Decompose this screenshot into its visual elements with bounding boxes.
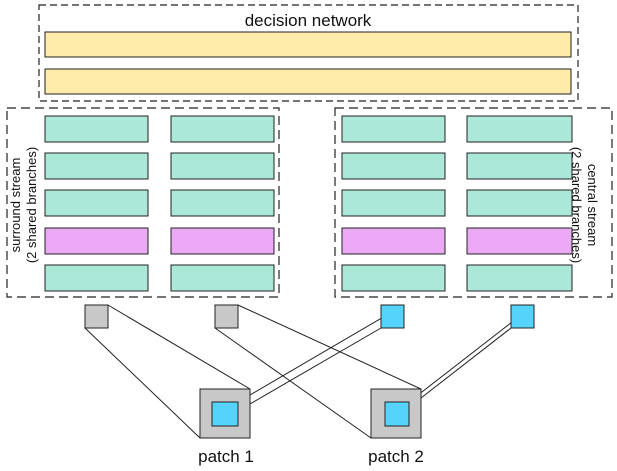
decision-network-title: decision network xyxy=(245,11,372,30)
central-branch-2 xyxy=(466,115,573,292)
central-input-square-2 xyxy=(510,304,535,329)
central-b1-conv-3 xyxy=(341,189,446,217)
surround-input-square-2 xyxy=(214,304,239,329)
connector-line xyxy=(237,304,422,390)
fc-layer-1 xyxy=(44,31,572,58)
surround-stream-frame xyxy=(6,107,280,298)
surround-b1-conv-4 xyxy=(44,264,149,292)
surround-b2-conv-3 xyxy=(170,189,275,217)
surround-b1-conv-3 xyxy=(44,189,149,217)
central-stream-label-line2: (2 shared branches) xyxy=(569,147,584,263)
patch-2-center xyxy=(384,401,410,427)
surround-stream-label-line2: (2 shared branches) xyxy=(24,147,39,263)
central-branch-1 xyxy=(341,115,446,292)
surround-stream-label-line1: surround stream xyxy=(8,158,23,253)
connector-line xyxy=(237,304,405,403)
surround-b2-pool xyxy=(170,227,275,255)
surround-b2-conv-1 xyxy=(170,115,275,143)
surround-branch-2 xyxy=(170,115,275,292)
central-b2-conv-1 xyxy=(466,115,573,143)
patch-2 xyxy=(370,388,422,439)
patch-1 xyxy=(199,388,251,439)
surround-b2-conv-2 xyxy=(170,152,275,180)
central-b1-conv-1 xyxy=(341,115,446,143)
patch-1-center xyxy=(211,401,239,427)
central-b2-conv-3 xyxy=(466,189,573,217)
decision-network-frame xyxy=(38,4,579,102)
connector-lines xyxy=(84,304,535,439)
central-b2-conv-4 xyxy=(466,264,573,292)
central-b1-pool xyxy=(341,227,446,255)
patch-1-label: patch 1 xyxy=(198,447,254,466)
connector-line xyxy=(214,327,372,439)
central-b2-pool xyxy=(466,227,573,255)
central-stream-label-line1: central stream xyxy=(585,164,600,246)
surround-branch-1 xyxy=(44,115,149,292)
patch-2-label: patch 2 xyxy=(368,447,424,466)
central-stream-frame xyxy=(334,107,613,298)
connector-line xyxy=(107,304,251,390)
surround-input-square-1 xyxy=(84,304,109,329)
surround-b1-conv-2 xyxy=(44,152,149,180)
central-b1-conv-4 xyxy=(341,264,446,292)
connector-line xyxy=(84,327,201,439)
central-b2-conv-2 xyxy=(466,152,573,180)
central-b1-conv-2 xyxy=(341,152,446,180)
surround-b1-pool xyxy=(44,227,149,255)
central-input-square-1 xyxy=(380,304,405,329)
surround-b1-conv-1 xyxy=(44,115,149,143)
fc-layer-2 xyxy=(44,68,572,95)
surround-b2-conv-4 xyxy=(170,264,275,292)
